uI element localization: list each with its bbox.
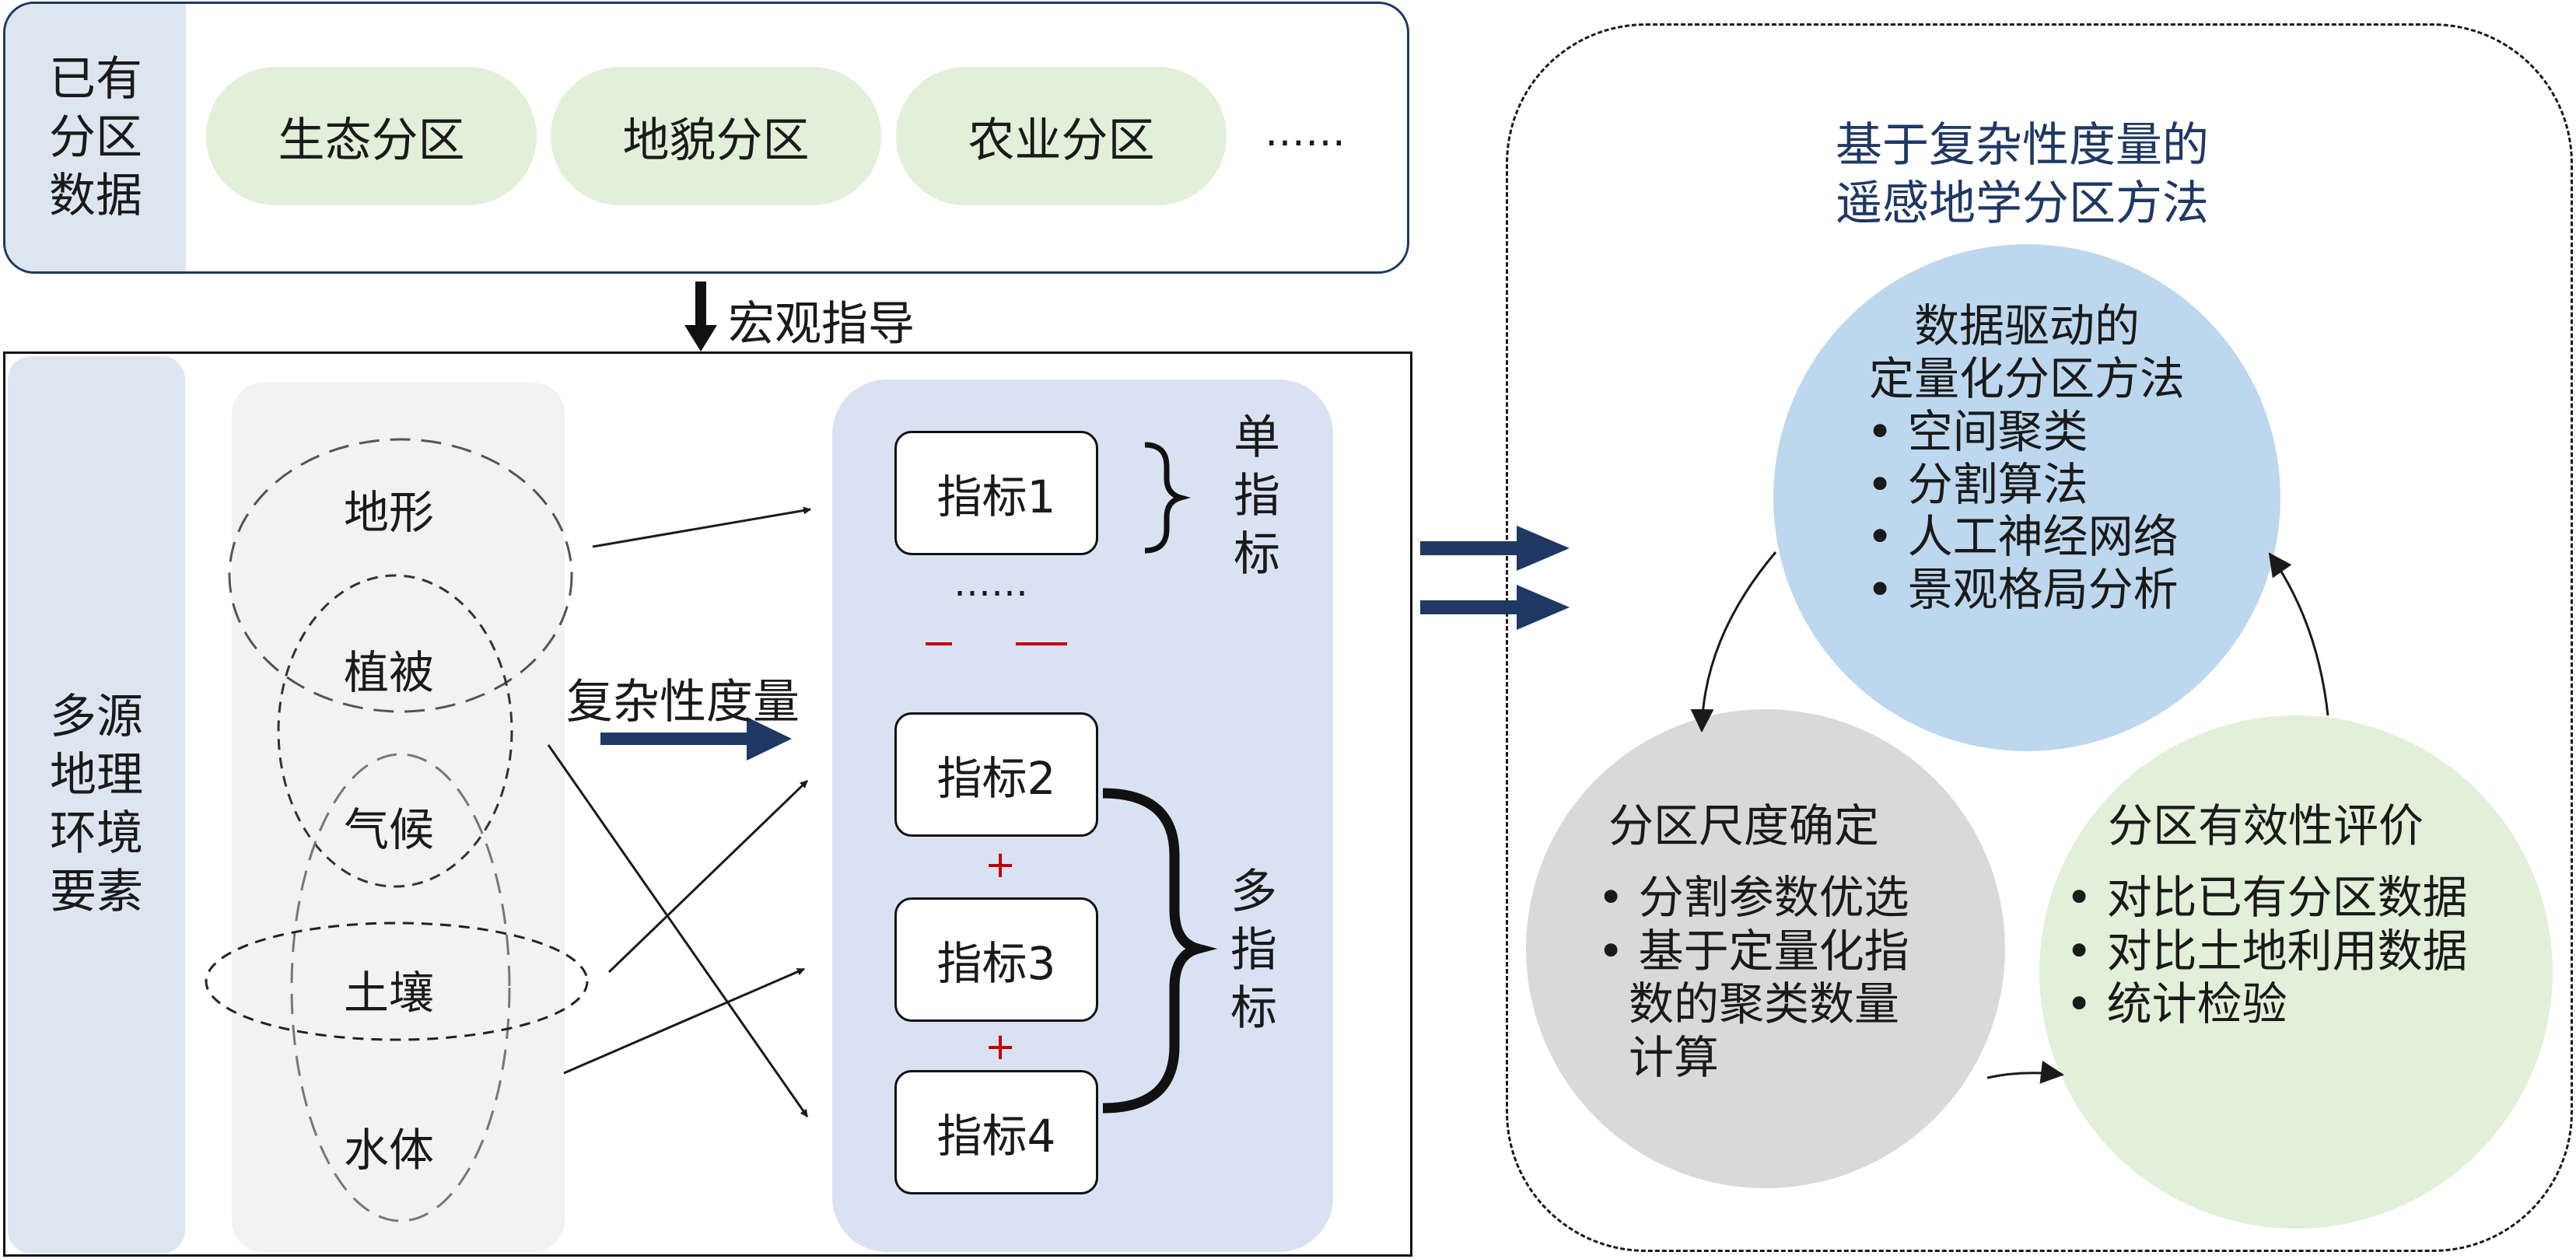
method-title: 基于复杂性度量的 遥感地学分区方法 [1734,117,2310,233]
method-title-line2: 遥感地学分区方法 [1836,177,2209,231]
data-driven-title-line1: 数据驱动的 [1913,299,2140,352]
complexity-measure-label: 复杂性度量 [566,675,800,729]
element-soil: 土壤 [344,967,435,1019]
data-driven-title-line2: 定量化分区方法 [1868,351,2185,405]
indicator-label: 指标4 [936,1110,1056,1163]
ellipse-terrain [228,438,573,713]
indicator-box-1: 指标1 [894,431,1098,555]
indicator-dots: …… [954,561,1028,605]
scale-bullet-cont: 计算 [1629,1030,1720,1084]
arrow-water-to-indicator3 [563,967,805,1075]
zoning-pill-agriculture: 农业分区 [896,67,1227,205]
arrow-vegetation-to-indicator4 [547,744,809,1117]
element-water: 水体 [344,1124,435,1177]
circle-scale-determination [1526,709,2005,1188]
zoning-pill-ecology: 生态分区 [206,67,537,205]
indicator-box-4: 指标4 [894,1070,1098,1194]
indicator-box-2: 指标2 [894,712,1098,837]
multi-source-label: 多源地理环境要素 [50,690,143,919]
data-driven-bullet: • 空间聚类 [1867,404,2088,458]
ellipse-climate-water [290,753,511,1222]
elements-group [232,383,565,1252]
arrow-soil-to-indicator2 [607,779,809,974]
element-climate: 气候 [344,803,435,856]
indicator-box-3: 指标3 [894,897,1098,1022]
circle-data-driven [1773,244,2280,751]
multi-source-label-cell: 多源地理环境要素 [8,356,185,1254]
plus-sign-1: + [985,843,1017,887]
indicator-label: 指标2 [936,752,1056,805]
ellipse-vegetation [277,574,513,888]
cycle-arrow-right-to-top [2268,552,2329,716]
data-driven-bullet: • 景观格局分析 [1867,563,2179,617]
scale-bullet-cont: 数的聚类数量 [1629,977,1900,1031]
existing-zoning-label-cell: 已有分区数据 [5,4,186,271]
validity-bullet: • 对比土地利用数据 [2066,924,2468,977]
single-brace [1144,442,1192,554]
scale-title: 分区尺度确定 [1608,799,1880,852]
multi-brace [1102,788,1218,1114]
single-indicator-label: 单指标 [1234,411,1280,582]
arrow-terrain-to-indicator1 [592,506,811,548]
zoning-pill-landform: 地貌分区 [551,67,881,205]
scale-bullet: • 基于定量化指 [1598,924,1909,977]
validity-bullet: • 统计检验 [2066,977,2287,1031]
indicator-label: 指标1 [936,470,1056,523]
validity-title: 分区有效性评价 [2108,799,2424,852]
cycle-arrow-left-to-right [1986,1060,2064,1084]
zoning-more-ellipsis: …… [1265,109,1346,156]
circle-validity-evaluation [2039,715,2553,1229]
element-terrain: 地形 [344,486,435,539]
method-title-line1: 基于复杂性度量的 [1836,118,2209,173]
ellipse-soil [205,922,589,1041]
macro-guidance-label: 宏观指导 [728,297,915,351]
data-driven-content: 数据驱动的 定量化分区方法 • 空间聚类 • 分割算法 • 人工神经网络 • 景… [1773,299,2280,617]
zoning-pill-label: 生态分区 [278,113,465,168]
double-arrow [1420,526,1570,630]
cycle-arrow-top-to-left [1690,551,1777,733]
zoning-pill-label: 农业分区 [968,113,1155,168]
method-panel [1506,23,2573,1252]
data-driven-bullet: • 分割算法 [1867,457,2088,511]
macro-guidance-arrow [684,282,717,351]
data-driven-bullet: • 人工神经网络 [1867,510,2179,564]
multi-indicator-label: 多指标 [1230,865,1277,1036]
indicator-label: 指标3 [936,937,1056,990]
scale-determination-content: 分区尺度确定 • 分割参数优选 • 基于定量化指 数的聚类数量 计算 [1548,799,1999,1084]
scale-bullet: • 分割参数优选 [1598,871,1909,925]
validity-bullet: • 对比已有分区数据 [2066,871,2468,925]
existing-zoning-label: 已有分区数据 [49,51,142,223]
zoning-pill-label: 地貌分区 [622,113,810,168]
validity-evaluation-content: 分区有效性评价 • 对比已有分区数据 • 对比土地利用数据 • 统计检验 [2053,799,2551,1031]
element-vegetation: 植被 [344,646,435,699]
complexity-arrow [600,717,792,761]
plus-sign-2: + [985,1025,1017,1068]
